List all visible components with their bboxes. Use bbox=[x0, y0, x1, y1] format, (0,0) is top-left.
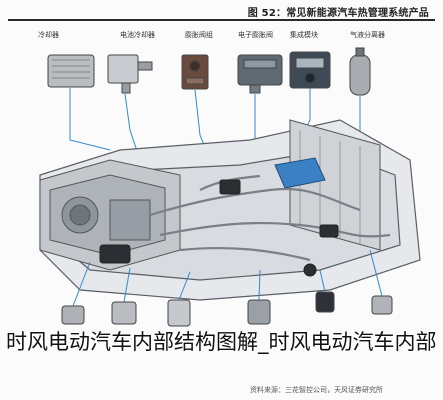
control-module bbox=[274, 157, 326, 189]
valve-block-component-icon bbox=[181, 54, 209, 90]
label-separator: 气液分离器 bbox=[350, 31, 385, 39]
separator-component-icon bbox=[349, 47, 371, 96]
source-note: 资料来源：三花智控公司，天风证券研究所 bbox=[250, 386, 383, 394]
pointer-lines-bottom bbox=[72, 249, 383, 307]
expansion-valve-component-icon bbox=[237, 54, 283, 94]
integrated-module-component-icon bbox=[289, 51, 331, 89]
battery-chiller-component-icon bbox=[107, 54, 153, 94]
label-integrated-module: 集成模块 bbox=[290, 31, 318, 39]
chiller-component-icon bbox=[47, 54, 95, 88]
label-valve-block: 膨胀阀组 bbox=[185, 31, 213, 39]
label-expansion-valve: 电子膨胀阀 bbox=[238, 31, 273, 39]
compressor bbox=[99, 179, 339, 277]
hvac-unit bbox=[39, 159, 181, 271]
label-battery-chiller: 电池冷却器 bbox=[120, 31, 155, 39]
overlay-caption: 时风电动汽车内部结构图解_时风电动汽车内部 bbox=[6, 330, 437, 354]
refrigerant-piping bbox=[149, 174, 391, 262]
figure-title: 图 52：常见新能源汽车热管理系统产品 bbox=[247, 8, 429, 19]
header-rule bbox=[8, 19, 435, 21]
label-chiller: 冷却器 bbox=[38, 31, 59, 39]
